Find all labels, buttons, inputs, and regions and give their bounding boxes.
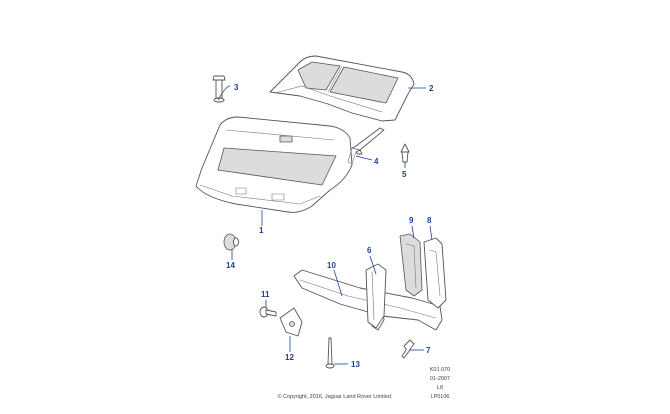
leader-9 — [411, 225, 415, 239]
ref-code: K01.070 — [429, 367, 451, 373]
ref-illustration: LP0106 — [430, 394, 450, 400]
bracket-part — [279, 307, 303, 337]
callout-2: 2 — [429, 84, 434, 93]
ref-variant: L8 — [436, 385, 444, 391]
callout-14: 14 — [226, 261, 235, 270]
callout-7: 7 — [426, 346, 431, 355]
leader-lines — [217, 85, 433, 365]
callout-5: 5 — [402, 170, 407, 179]
leader-4 — [355, 155, 373, 161]
callout-11: 11 — [261, 290, 270, 299]
callout-labels: 3 2 4 5 1 14 6 9 8 10 11 12 13 7 — [226, 83, 434, 369]
copyright-notice: © Copyright, 2016, Jaguar Land Rover Lim… — [277, 394, 393, 400]
leader-3 — [217, 85, 231, 101]
callout-3: 3 — [234, 83, 239, 92]
stud-clip-part — [325, 337, 335, 369]
c-pillar-trim-part — [423, 237, 447, 309]
screw-part — [259, 306, 277, 318]
ref-date: 01-2007 — [429, 376, 451, 382]
callout-1: 1 — [259, 226, 264, 235]
leader-10 — [333, 269, 343, 297]
fastener-part — [401, 339, 415, 359]
headlining-panel-part — [195, 116, 353, 213]
retaining-clip-part — [212, 75, 226, 103]
callout-8: 8 — [427, 216, 432, 225]
pillar-trim-part — [365, 263, 387, 329]
callout-4: 4 — [374, 157, 379, 166]
callout-6: 6 — [367, 246, 372, 255]
callout-13: 13 — [351, 360, 360, 369]
callout-12: 12 — [285, 353, 294, 362]
grommet-part — [223, 233, 239, 251]
leader-6 — [369, 255, 377, 275]
roof-liner-part — [269, 55, 415, 122]
callout-9: 9 — [409, 216, 414, 225]
leader-8 — [429, 225, 433, 241]
callout-10: 10 — [327, 261, 336, 270]
push-fastener-part — [400, 143, 410, 163]
trim-strip-part — [347, 127, 385, 165]
b-pillar-trim-part — [399, 233, 423, 297]
